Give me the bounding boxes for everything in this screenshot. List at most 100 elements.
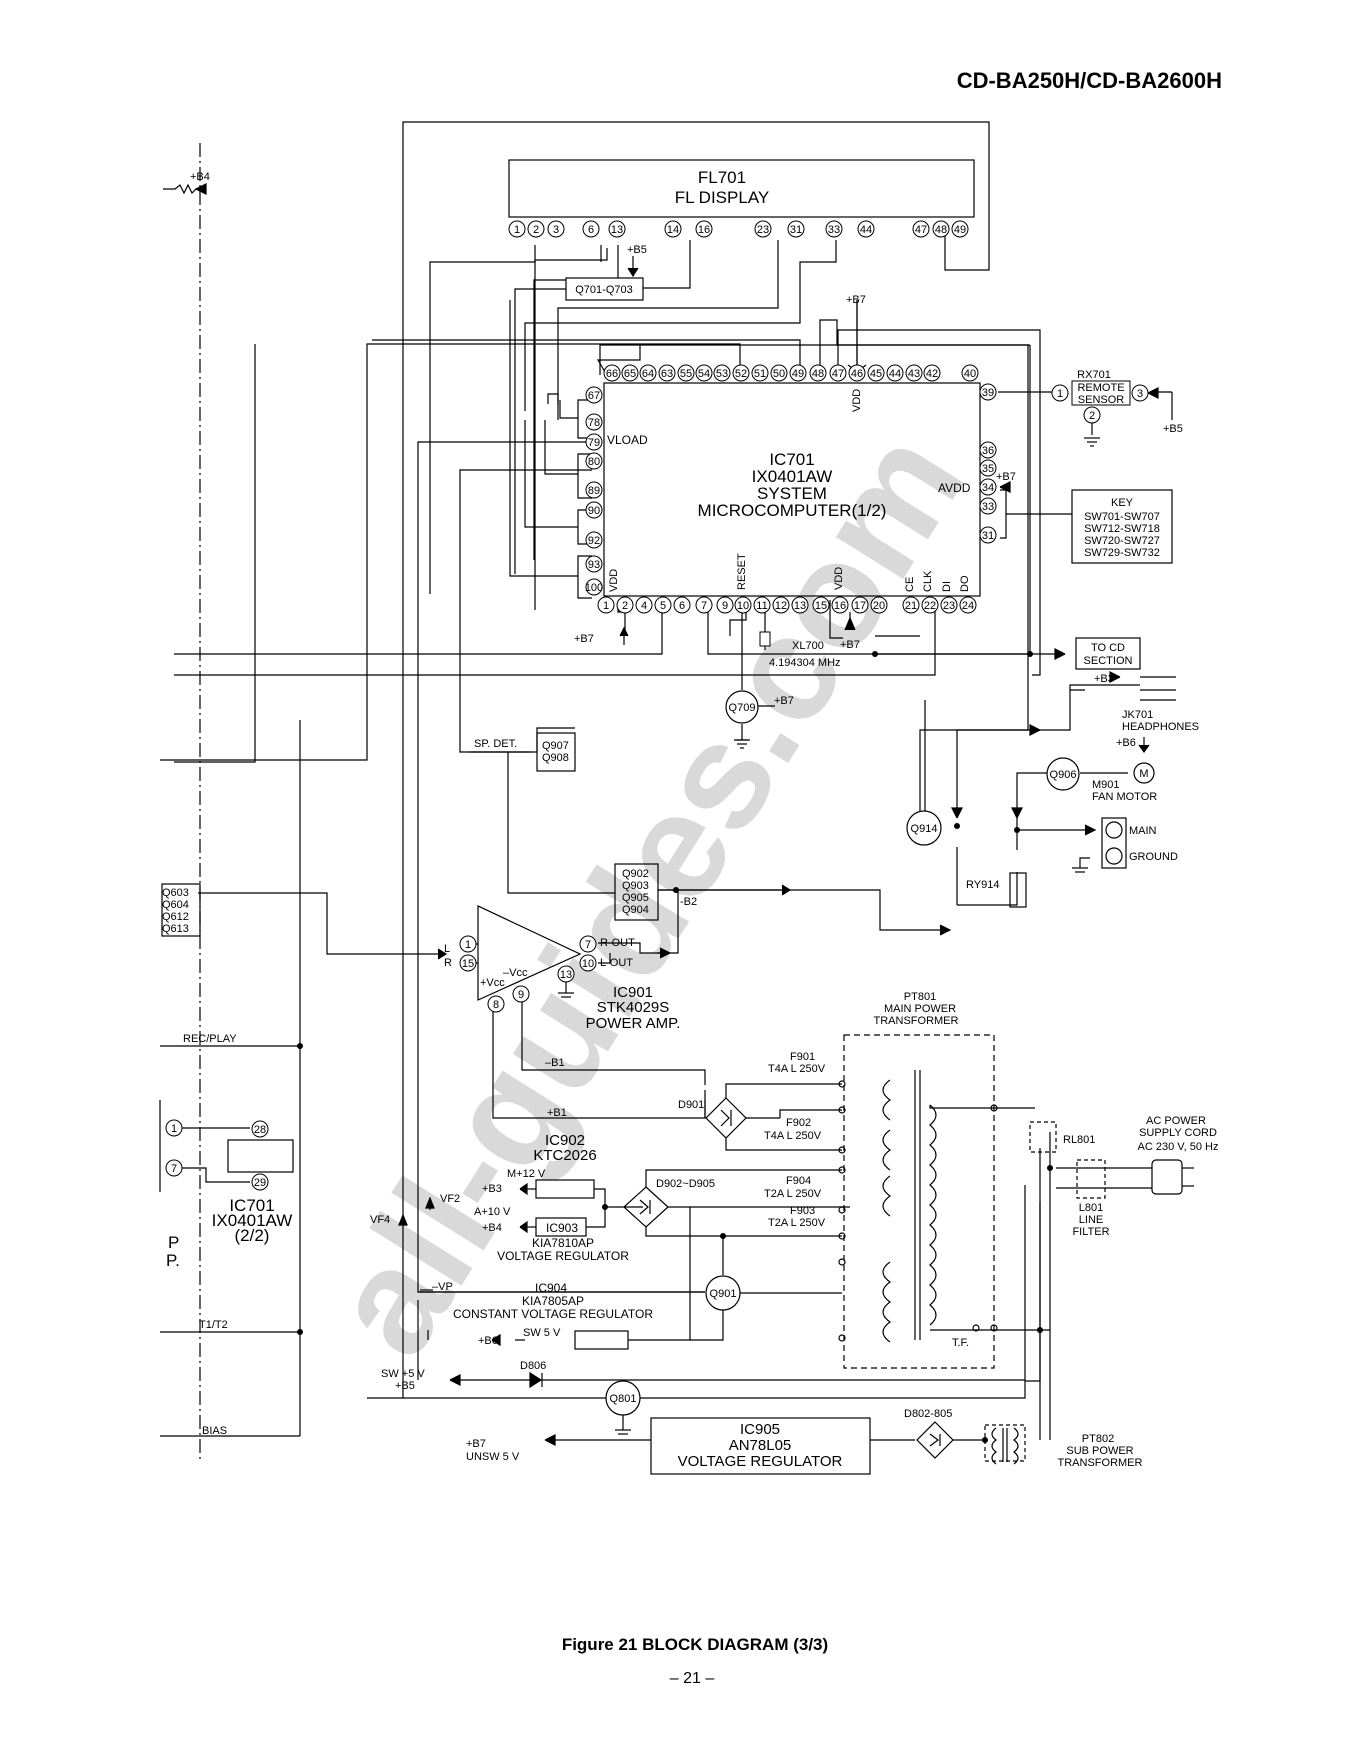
ic701-bottom-pin-13-circle <box>791 596 809 614</box>
l801-d2: FILTER <box>1072 1226 1109 1238</box>
ic701-top-pin-44-circle <box>886 364 904 382</box>
rx701-desc2: SENSOR <box>1078 394 1125 406</box>
pt801-d1: MAIN POWER <box>884 1003 956 1015</box>
ic701-desc1: SYSTEM <box>757 484 827 503</box>
ic701-top-pin-55: 55 <box>680 368 692 380</box>
q709-label: Q709 <box>729 702 756 714</box>
q603-label: Q603 <box>162 887 189 899</box>
to-cd-box <box>1075 637 1141 670</box>
rail-minus-b2: -B2 <box>680 896 697 908</box>
ic701-top-pin-45-circle <box>867 364 885 382</box>
ic701-bottom-pin-11: 11 <box>756 600 767 612</box>
q905-label: Q905 <box>622 892 649 904</box>
rx701-pin-1: 1 <box>1057 388 1063 400</box>
ic701-top-pin-42: 42 <box>926 368 938 380</box>
ic701-top-pin-47: 47 <box>832 368 844 380</box>
fuse-f901-name: F901 <box>790 1051 815 1063</box>
ic901-part: STK4029S <box>597 999 670 1016</box>
fuse-f902-name: F902 <box>786 1117 811 1129</box>
ic701-bottom-pin-13: 13 <box>794 600 806 612</box>
rec-play-label: REC/PLAY <box>183 1033 237 1045</box>
ic701-top-pin-64-circle <box>639 364 657 382</box>
ic901-pin-9-circle <box>512 985 530 1003</box>
ic701-bottom-pin-20-circle <box>870 596 888 614</box>
ic905-name: IC905 <box>740 1421 780 1438</box>
fuse-f904-rating: T2A L 250V <box>764 1188 822 1200</box>
rail-vf2: VF2 <box>440 1193 460 1205</box>
ic701-bottom-pin-15: 15 <box>815 600 827 612</box>
ic904-name: IC904 <box>535 1281 567 1295</box>
ic903-desc: VOLTAGE REGULATOR <box>497 1249 629 1263</box>
ic701-left-pin-80-circle <box>585 452 603 470</box>
ic701-top-pin-52-circle <box>732 364 750 382</box>
ic701-bottom-pin-7: 7 <box>701 600 707 612</box>
ic701-top-pin-40: 40 <box>964 368 976 380</box>
ic901-pin-10-circle <box>579 954 597 972</box>
model-title: CD-BA250H/CD-BA2600H <box>957 68 1222 93</box>
ic901-lout: L-OUT <box>600 957 633 969</box>
fl701-pin-16: 16 <box>698 224 710 236</box>
ic701-right-pin-39: 39 <box>982 387 994 399</box>
ic701-right-pin-36: 36 <box>982 445 994 457</box>
fuse-f901-rating: T4A L 250V <box>768 1063 826 1075</box>
q902-label: Q902 <box>622 868 649 880</box>
fl701-pin-23-circle <box>754 220 772 238</box>
fuse-f902-rating: T4A L 250V <box>764 1130 822 1142</box>
fl701-pin-3: 3 <box>553 224 559 236</box>
ic701b-pin-28: 28 <box>254 1124 266 1136</box>
key-line-4: SW729-SW732 <box>1084 547 1160 559</box>
ic701-top-pin-46-circle <box>848 364 866 382</box>
ic701-bottom-pin-5-circle <box>654 596 672 614</box>
key-title: KEY <box>1111 497 1134 509</box>
ic701-top-pin-45: 45 <box>870 368 882 380</box>
rx701-pin-1-circle <box>1051 384 1069 402</box>
ic701-top-pin-47-circle <box>829 364 847 382</box>
ic701-clk: CLK <box>922 570 934 592</box>
main-label: MAIN <box>1129 825 1157 837</box>
ic701-left-pin-67-circle <box>585 386 603 404</box>
ic701-di: DI <box>941 581 953 592</box>
ic701b-pin-7-circle <box>165 1159 183 1177</box>
ic701-top-pin-48: 48 <box>812 368 824 380</box>
rail-minus-vp: –VP <box>432 1281 453 1293</box>
ic901-pin-15: 15 <box>462 958 474 970</box>
d802-label: D802-805 <box>904 1408 952 1420</box>
ic701-top-pin-54-circle <box>695 364 713 382</box>
pt801-d2: TRANSFORMER <box>874 1015 959 1027</box>
rail-b7-q709: +B7 <box>774 695 794 707</box>
ic701-bottom-pin-6-circle <box>673 596 691 614</box>
rail-b3-jack: +B3 <box>1094 673 1114 685</box>
ic701-top-pin-43: 43 <box>908 368 920 380</box>
q701-label: Q701-Q703 <box>575 284 632 296</box>
ic701-top-pin-50: 50 <box>773 368 785 380</box>
to-cd-l1: TO CD <box>1091 642 1125 654</box>
ic701-bottom-pin-21: 21 <box>905 600 917 612</box>
ic901-pin-8-circle <box>487 995 505 1013</box>
sp-det-label: SP. DET. <box>474 738 517 750</box>
ic701-top-pin-51-circle <box>751 364 769 382</box>
rail-b5-sw: +B5 <box>395 1380 415 1392</box>
ic701b-unit: (2/2) <box>235 1226 270 1245</box>
bias-label: BIAS <box>202 1425 227 1437</box>
ic701-top-pin-52: 52 <box>735 368 747 380</box>
ic701-left-pin-79-circle <box>585 433 603 451</box>
fl701-pin-13: 13 <box>611 224 623 236</box>
key-line-2: SW712-SW718 <box>1084 523 1160 535</box>
ic701-top-pin-49: 49 <box>792 368 804 380</box>
q801-label: Q801 <box>610 1393 637 1405</box>
q613-label: Q613 <box>162 923 189 935</box>
ic701-bottom-pin-6: 6 <box>679 600 685 612</box>
ic701-bottom-pin-24: 24 <box>962 600 974 612</box>
ic701-right-pin-33-circle <box>979 497 997 515</box>
rx701-pin-2-circle <box>1083 406 1101 424</box>
ic701-top-pin-65: 65 <box>624 368 636 380</box>
ic901-pin-1: 1 <box>465 939 471 951</box>
fl701-pin-16-circle <box>695 220 713 238</box>
ic701-top-pin-66: 66 <box>606 368 618 380</box>
ic701-top-pin-54: 54 <box>698 368 710 380</box>
to-cd-l2: SECTION <box>1084 655 1133 667</box>
ic701-ce: CE <box>904 577 916 592</box>
fuse-f903-rating: T2A L 250V <box>768 1217 826 1229</box>
rail-plus-b1: +B1 <box>547 1107 567 1119</box>
fl701-pin-48: 48 <box>935 224 947 236</box>
